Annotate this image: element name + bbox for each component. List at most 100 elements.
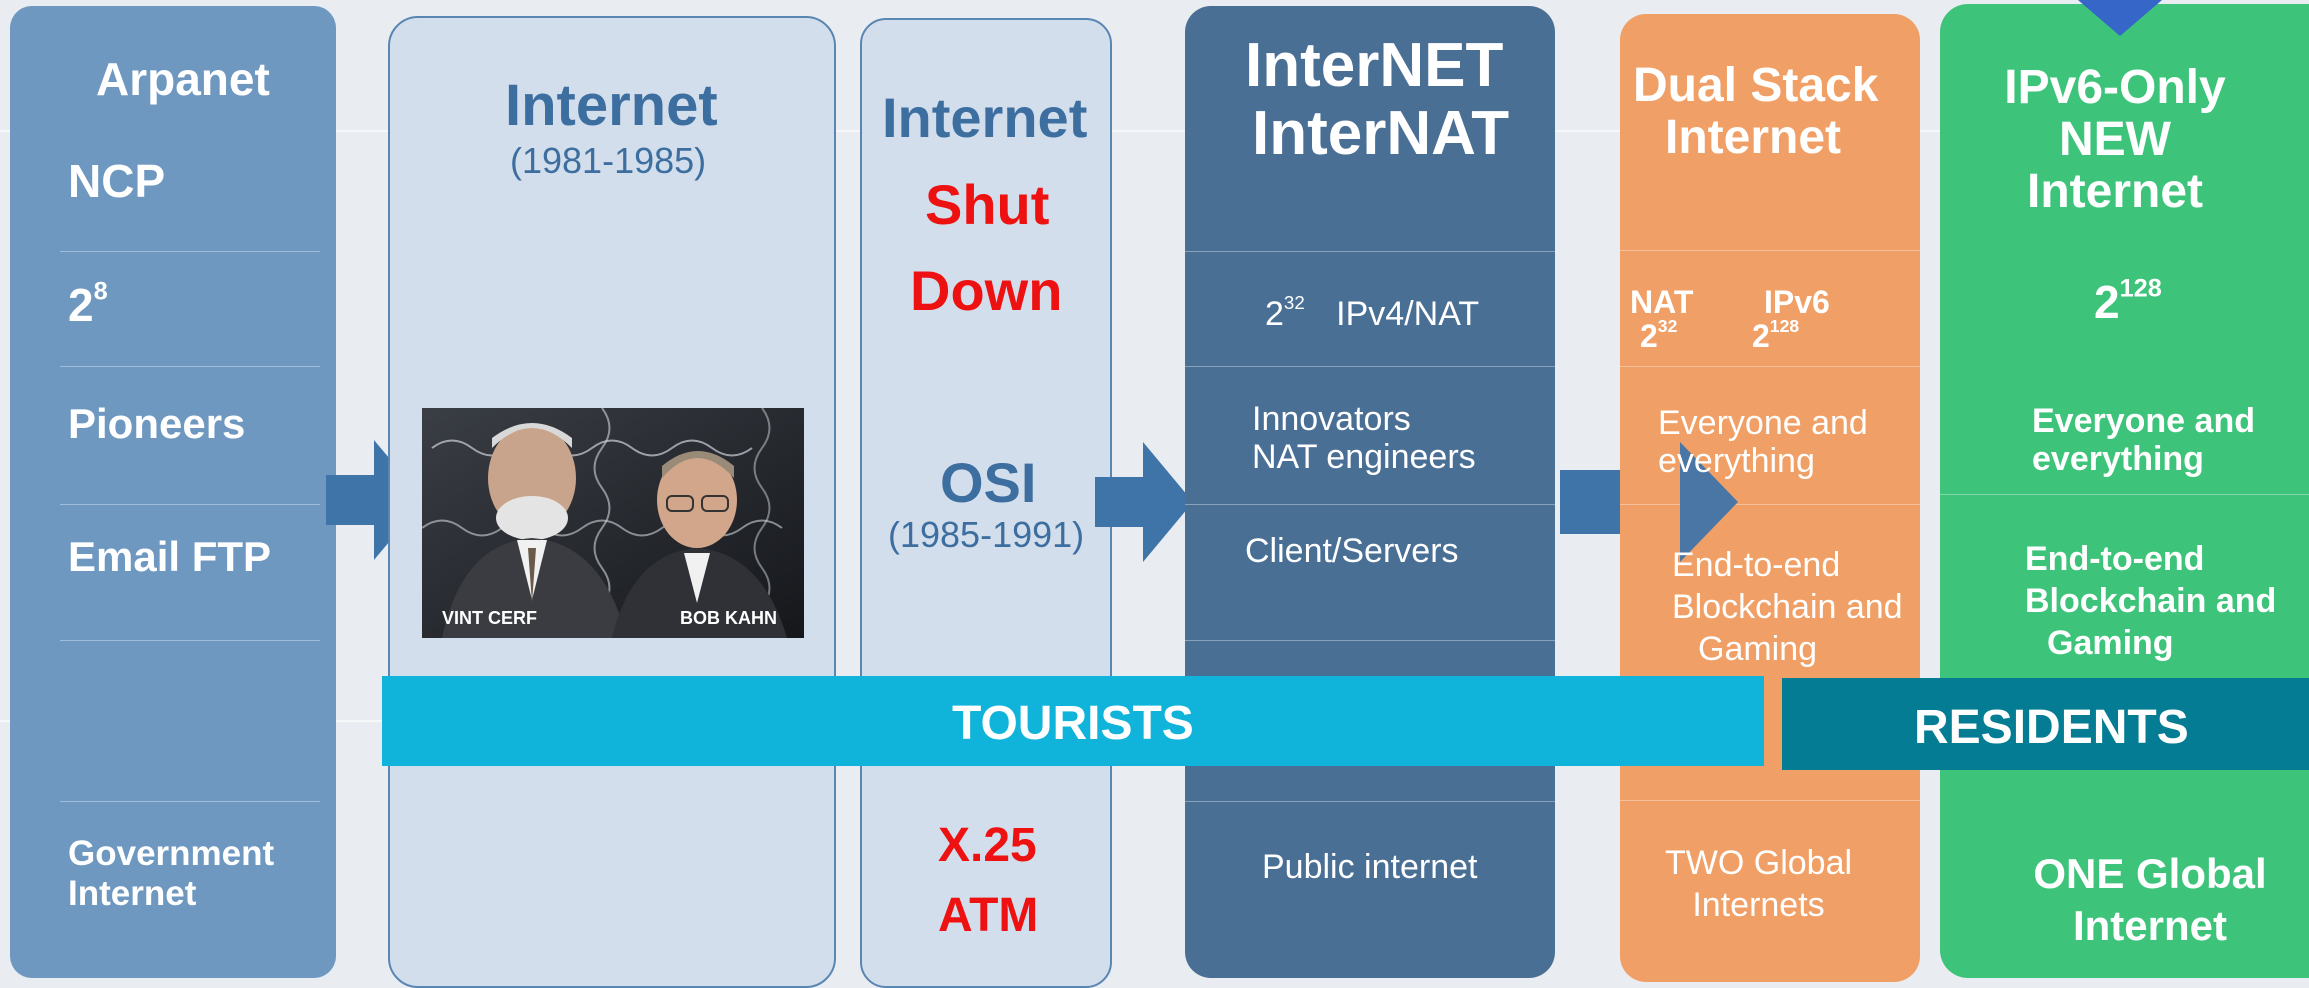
internet-early-years: (1981-1985) — [510, 140, 707, 181]
scope-line: Government — [68, 834, 275, 873]
photo-caption-right: BOB KAHN — [680, 608, 777, 628]
dual-stack-title-line2: Internet — [1665, 111, 1842, 164]
title-line: NEW — [2059, 113, 2171, 166]
ipv6-only-address-space: 2128 — [2094, 275, 2162, 329]
address-base: 2 — [2094, 276, 2120, 328]
tourists-label: TOURISTS — [952, 697, 1194, 750]
photo-illustration — [422, 408, 804, 638]
internat-title-line2: InterNAT — [1252, 99, 1510, 168]
row-divider — [60, 504, 320, 505]
apps-line: Gaming — [2047, 624, 2174, 662]
users-line: everything — [2032, 440, 2204, 478]
row-divider — [1620, 250, 1920, 251]
apps-line: Blockchain and — [1672, 588, 1903, 626]
pioneers-photo: VINT CERF BOB KAHN — [422, 408, 804, 638]
scope-line: Internets — [1692, 886, 1825, 924]
row-divider — [1620, 504, 1920, 505]
users-line: Everyone and — [2032, 402, 2255, 440]
title-line: Internet — [2026, 165, 2203, 218]
dual-stack-nat: NAT 232 — [1630, 285, 1693, 353]
ipv6-only-column — [1940, 4, 2309, 978]
arrow-right-icon — [1095, 442, 1193, 562]
scope-line: ONE Global — [2033, 850, 2267, 897]
apps-line: End-to-end — [1672, 546, 1841, 584]
atm-text: ATM — [938, 889, 1039, 942]
tourists-banner: TOURISTS — [382, 676, 1764, 766]
internet-osi-column — [860, 18, 1112, 988]
scope-line: Internet — [68, 874, 197, 913]
ipv6-only-scope: ONE Global Internet — [2030, 848, 2270, 952]
nat-label: NAT — [1630, 284, 1694, 320]
address-exponent: 128 — [2119, 274, 2162, 303]
address-exponent: 8 — [93, 277, 108, 306]
ipv6-only-apps: End-to-end Blockchain and Gaming — [2025, 538, 2276, 664]
dual-stack-ipv6: IPv6 2128 — [1752, 285, 1830, 353]
nat-address: 232 — [1640, 316, 1693, 354]
internat-address-space: 232 IPv4/NAT — [1265, 292, 1480, 334]
dual-stack-column — [1620, 14, 1920, 982]
address-base: 2 — [68, 279, 94, 331]
dual-stack-title-line1: Dual Stack — [1633, 59, 1879, 112]
dual-stack-users: Everyone and everything — [1658, 404, 1868, 480]
ipv6-label: IPv6 — [1764, 284, 1830, 320]
row-divider — [1185, 504, 1555, 505]
dual-stack-scope: TWO Global Internets — [1665, 842, 1852, 926]
users-line: Everyone and — [1658, 404, 1868, 442]
address-label: IPv4/NAT — [1336, 295, 1480, 333]
address-base: 2 — [1640, 318, 1658, 354]
arpanet-title: Arpanet — [96, 53, 270, 105]
row-divider — [60, 251, 320, 252]
ipv6-address: 2128 — [1752, 316, 1830, 354]
arrow-head-overlay — [1680, 442, 1738, 562]
arpanet-address-space: 28 — [68, 278, 108, 332]
row-divider — [1185, 640, 1555, 641]
background-line — [0, 130, 2309, 132]
row-divider — [1620, 800, 1920, 801]
row-divider — [1940, 494, 2309, 495]
arpanet-scope: Government Internet — [68, 834, 274, 914]
row-divider — [60, 801, 320, 802]
ipv6-only-users: Everyone and everything — [2032, 402, 2255, 478]
arpanet-protocol: NCP — [68, 155, 166, 207]
internet-osi-title: Internet — [882, 86, 1088, 149]
row-divider — [1185, 801, 1555, 802]
row-divider — [1185, 251, 1555, 252]
internat-users: Innovators NAT engineers — [1252, 400, 1476, 476]
row-divider — [60, 366, 320, 367]
shut-text: Shut — [925, 173, 1050, 236]
arpanet-apps: Email FTP — [68, 533, 272, 580]
residents-banner: RESIDENTS — [1782, 678, 2309, 770]
arpanet-column — [10, 6, 336, 978]
apps-line: Gaming — [1698, 630, 1818, 668]
address-exponent: 32 — [1657, 316, 1678, 337]
osi-title: OSI — [940, 451, 1037, 514]
photo-caption-left: VINT CERF — [442, 608, 538, 628]
arrow-right-icon — [326, 440, 424, 560]
users-line: everything — [1658, 442, 1815, 480]
residents-label: RESIDENTS — [1914, 701, 2189, 754]
apps-line: End-to-end — [2025, 540, 2205, 578]
address-base: 2 — [1752, 318, 1770, 354]
address-exponent: 32 — [1283, 292, 1305, 314]
chevron-down-icon — [2078, 0, 2162, 36]
internat-scope: Public internet — [1262, 848, 1478, 886]
scope-line: TWO Global — [1665, 844, 1853, 882]
address-exponent: 128 — [1769, 316, 1800, 337]
down-text: Down — [910, 259, 1063, 322]
arpanet-users: Pioneers — [68, 400, 246, 447]
title-line: IPv6-Only — [2004, 61, 2226, 114]
users-line: Innovators — [1252, 400, 1411, 438]
apps-line: Blockchain and — [2025, 582, 2277, 620]
internat-title-line1: InterNET — [1245, 31, 1504, 100]
scope-line: Internet — [2072, 902, 2227, 949]
osi-years: (1985-1991) — [888, 514, 1085, 555]
row-divider — [1185, 366, 1555, 367]
dual-stack-apps: End-to-end Blockchain and Gaming — [1672, 544, 1903, 670]
address-base: 2 — [1265, 295, 1284, 333]
row-divider — [60, 640, 320, 641]
x25-text: X.25 — [938, 819, 1037, 872]
internat-column — [1185, 6, 1555, 978]
ipv6-only-title: IPv6-Only NEW Internet — [1985, 62, 2245, 218]
row-divider — [1620, 366, 1920, 367]
internat-apps: Client/Servers — [1245, 532, 1459, 570]
